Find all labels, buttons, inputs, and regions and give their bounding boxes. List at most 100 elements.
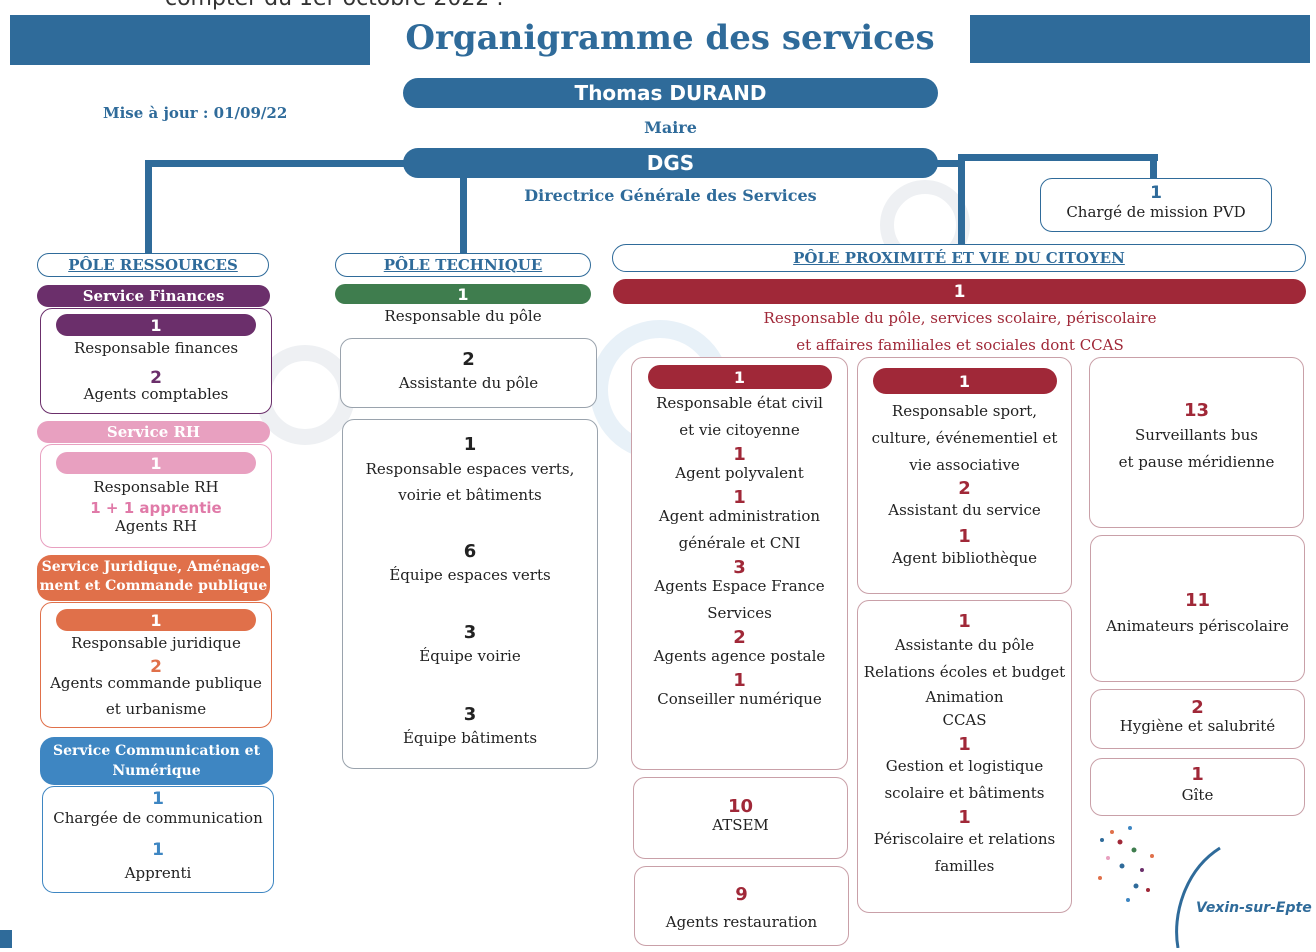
rh-head-role: Responsable RH [93,478,219,496]
finances-head-role: Responsable finances [73,339,239,357]
pole-ressources-title: PÔLE RESSOURCES [37,253,269,277]
service-communication-header: Service Communication et Numérique [40,737,273,785]
assistante-count: 1 [958,611,971,632]
rh-head-count: 1 [150,453,162,473]
service-communication-title-line2: Numérique [112,763,201,779]
technique-assist-count: 2 [462,349,475,370]
connector [920,160,965,167]
pvd-role: Chargé de mission PVD [1066,203,1246,221]
juridique-head-count: 1 [150,610,162,630]
etat-civil-item-label-2: générale et CNI [678,534,801,552]
connector [958,160,965,255]
technique-item: 3 Équipe voirie [343,622,597,666]
technique-item-label: Responsable espaces verts, [365,460,575,478]
pvd-count: 1 [1150,183,1162,203]
rh-head-count-pill: 1 [56,452,256,474]
pvd-box: 1 Chargé de mission PVD [1040,178,1272,232]
etat-civil-item-label: Agents Espace France [654,577,825,595]
communication-count2: 1 [152,840,164,860]
logo-text: Vexin-sur-Epte [1196,900,1312,916]
connector [460,175,467,255]
technique-item-label-2: voirie et bâtiments [398,486,542,504]
header-banner-right [970,15,1310,63]
pole-ressources-label: PÔLE RESSOURCES [68,256,238,274]
pole-technique-title: PÔLE TECHNIQUE [335,253,591,277]
technique-item: 1 Responsable espaces verts, voirie et b… [343,434,597,505]
page-title: Organigramme des services [405,18,935,58]
service-communication-title-line1: Service Communication et [52,743,261,759]
service-rh-box: 1 Responsable RH 1 + 1 apprentie Agents … [40,444,272,548]
gite-box: 1 Gîte [1090,758,1305,816]
finances-head-count: 1 [150,315,162,335]
connector [145,160,152,255]
connector [958,154,1158,161]
technique-item-count: 3 [463,704,477,725]
hygiene-role: Hygiène et salubrité [1119,717,1276,735]
surveillants-role-line2: et pause méridienne [1118,453,1275,471]
atsem-box: 10 ATSEM [633,777,848,859]
service-finances-box: 1 Responsable finances 2 Agents comptabl… [40,308,272,414]
assistante-item-count: 1 [958,807,971,828]
logo: Vexin-sur-Epte [1090,820,1316,949]
communication-count1: 1 [152,789,164,809]
finances-head-count-pill: 1 [56,314,256,336]
technique-item-label: Équipe bâtiments [402,729,538,747]
juridique-head-count-pill: 1 [56,609,256,631]
pole-technique-label: PÔLE TECHNIQUE [383,256,543,274]
sport-item-label: Agent bibliothèque [891,549,1038,567]
assistante-item-label: Gestion et logistique [885,757,1044,775]
atsem-count: 10 [727,796,754,817]
etat-civil-box: 1 Responsable état civil et vie citoyenn… [631,357,848,770]
mayor-name-pill: Thomas DURAND [403,78,938,108]
etat-civil-item-count: 1 [733,487,746,508]
top-text: compter du 1er octobre 2022 : [165,0,504,11]
service-juridique-box: 1 Responsable juridique 2 Agents command… [40,602,272,728]
atsem-role: ATSEM [712,816,769,834]
juridique-head-role: Responsable juridique [71,634,241,652]
assistante-role-line4: CCAS [942,711,987,729]
mayor-role: Maire [644,118,697,137]
assistante-item-count: 1 [958,734,971,755]
surveillants-box: 13 Surveillants bus et pause méridienne [1089,357,1304,528]
restauration-role: Agents restauration [665,913,818,931]
finances-role2: Agents comptables [83,385,229,403]
connector [145,160,415,167]
etat-civil-item-count: 2 [733,627,746,648]
technique-assist-role: Assistante du pôle [398,374,539,392]
technique-item-count: 1 [463,434,477,455]
surveillants-role-line1: Surveillants bus [1135,426,1258,444]
etat-civil-item-label: Agent polyvalent [675,464,804,482]
assistante-pole-box: 1 Assistante du pôle Relations écoles et… [857,600,1072,913]
technique-item: 6 Équipe espaces verts [343,541,597,585]
technique-item-count: 6 [463,541,477,562]
etat-civil-item-count: 1 [733,670,746,691]
service-juridique-header: Service Juridique, Aménage- ment et Comm… [37,555,270,601]
animateurs-role: Animateurs périscolaire [1106,617,1289,635]
sport-head-count: 1 [958,371,971,391]
finances-count2: 2 [150,368,162,388]
sport-head-role-line2: culture, événementiel et [871,429,1058,447]
dgs-role: Directrice Générale des Services [524,186,817,205]
assistante-role-line2: Relations écoles et budget [863,663,1066,681]
technique-head-role: Responsable du pôle [384,307,542,325]
assistante-role-line3: Animation [925,688,1004,706]
service-juridique-title-line2: ment et Commande publique [39,578,268,594]
service-finances-title: Service Finances [82,287,225,305]
pole-proximite-title: PÔLE PROXIMITÉ ET VIE DU CITOYEN [612,244,1306,272]
etat-civil-item-count: 1 [733,444,746,465]
sport-item-label: Assistant du service [888,501,1041,519]
communication-role1: Chargée de communication [53,809,263,827]
assistante-item-label-2: scolaire et bâtiments [884,784,1045,802]
etat-civil-head-count: 1 [733,367,746,387]
rh-count2: 1 + 1 apprentie [90,499,222,517]
proximite-head-role-line1: Responsable du pôle, services scolaire, … [763,309,1157,327]
logo-graphic [1098,826,1221,949]
technique-equipes-box: 1 Responsable espaces verts, voirie et b… [342,419,598,769]
surveillants-count: 13 [1183,400,1210,421]
restauration-box: 9 Agents restauration [634,866,849,946]
technique-item-label: Équipe voirie [419,647,521,665]
sport-head-role-line1: Responsable sport, [891,402,1038,420]
juridique-role2-line1: Agents commande publique [50,674,262,692]
etat-civil-item-label: Agent administration [658,507,821,525]
proximite-head-count-pill: 1 [613,279,1306,304]
